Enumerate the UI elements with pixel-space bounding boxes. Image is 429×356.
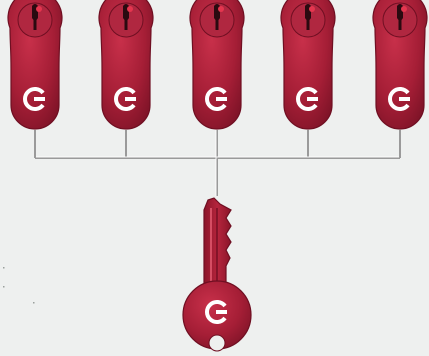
- background-specks: [3, 267, 35, 304]
- master-key: [182, 197, 252, 352]
- lock-cylinder-5: [372, 0, 428, 130]
- connector-highlights: [36, 130, 399, 196]
- lock-cylinder-1: [7, 0, 63, 130]
- connector-lines: [34, 130, 401, 196]
- lock-cylinder-3: [189, 0, 245, 130]
- lock-cylinder-4: [280, 0, 336, 130]
- key-icon: [182, 197, 252, 352]
- lock-cylinder-2: [98, 0, 154, 130]
